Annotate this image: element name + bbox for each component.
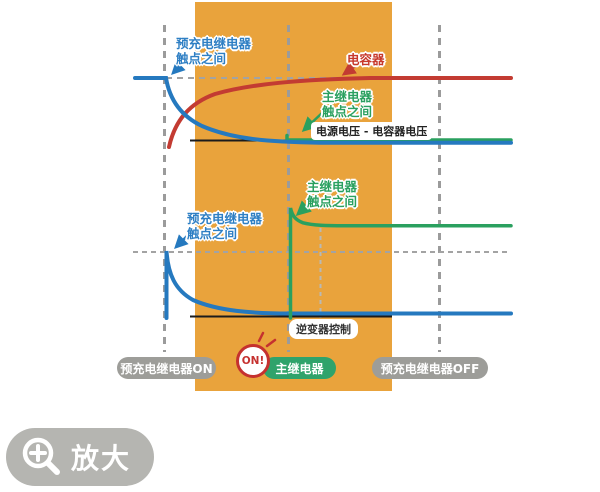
label-precharge-bottom-line2: 触点之间: [187, 226, 238, 241]
main-relay-contacts-curve-bottom: [288, 207, 513, 320]
pill-precharge-relay-on: 预充电继电器ON: [117, 357, 216, 379]
label-main-top-line1: 主继电器: [322, 89, 373, 104]
pill-precharge-relay-off: 预充电继电器OFF: [372, 357, 488, 379]
pill-main-relay: 主继电器: [263, 357, 336, 379]
magnifier-plus-icon: [22, 437, 60, 475]
zoom-button-label: 放大: [71, 443, 132, 474]
label-capacitor-text: 电容器: [347, 52, 385, 67]
label-main-relay-contacts-top: 主继电器 触点之间: [322, 89, 372, 119]
label-precharge-contacts-top: 预充电继电器 触点之间: [176, 36, 251, 66]
label-main-bottom-line2: 触点之间: [307, 194, 358, 209]
precharge-contacts-curve-bottom: [164, 250, 513, 320]
label-capacitor: 电容器: [347, 52, 385, 67]
zoom-in-button[interactable]: 放大: [6, 428, 154, 486]
label-precharge-contacts-bottom: 预充电继电器 触点之间: [187, 211, 262, 241]
precharge-contacts-curve-top: [133, 76, 513, 145]
label-precharge-top-line1: 预充电继电器: [176, 36, 252, 51]
label-precharge-top-line2: 触点之间: [176, 51, 227, 66]
label-main-bottom-line1: 主继电器: [307, 179, 358, 194]
label-inverter-control: 逆变器控制: [289, 319, 358, 339]
label-supply-minus-capacitor: 电源电压 - 电容器电压: [311, 122, 433, 140]
arrow-capacitor: [341, 62, 358, 76]
arrow-precharge-bottom: [174, 234, 189, 249]
label-main-relay-contacts-bottom: 主继电器 触点之间: [307, 179, 357, 209]
arrow-precharge-top: [171, 60, 186, 75]
label-precharge-bottom-line1: 预充电继电器: [187, 211, 263, 226]
label-main-top-line2: 触点之间: [322, 104, 373, 119]
on-badge: ON!: [236, 344, 270, 378]
capacitor-voltage-curve: [167, 76, 513, 149]
arrow-main-relay-bottom: [295, 200, 312, 217]
on-badge-emphasis-ticks: [257, 331, 277, 348]
arrow-main-relay-top: [301, 112, 323, 133]
